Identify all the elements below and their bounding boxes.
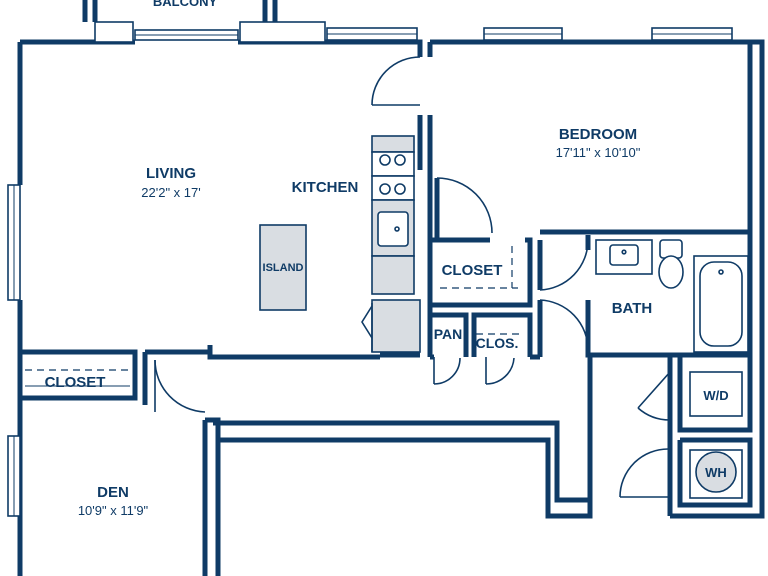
bedroom-door[interactable]: [371, 56, 421, 106]
washer-dryer-label: W/D: [703, 388, 728, 403]
bath-fixtures: BATH: [595, 239, 749, 353]
bedroom: BEDROOM 17'11" x 10'10": [556, 126, 641, 160]
closet-den-label: CLOSET: [45, 374, 106, 391]
bedroom-dimensions: 17'11" x 10'10": [556, 145, 641, 160]
bedroom-closet: CLOSET: [430, 177, 533, 308]
small-closet-label: CLOS.: [476, 335, 519, 351]
small-closet: CLOS.: [471, 312, 533, 385]
bath-walls: [537, 232, 753, 358]
water-heater: WH: [689, 449, 743, 499]
hall-walls: [207, 345, 753, 516]
den: DEN 10'9" x 11'9": [78, 484, 149, 518]
den-closet: CLOSET: [20, 349, 138, 401]
kitchen-label: KITCHEN: [292, 179, 359, 196]
washer-dryer: W/D: [637, 371, 743, 421]
den-dimensions: 10'9" x 11'9": [78, 503, 149, 518]
pantry: PAN: [430, 312, 469, 385]
kitchen-island: ISLAND: [259, 224, 307, 311]
kitchen-counter: KITCHEN: [292, 135, 421, 358]
closet-bedroom-label: CLOSET: [442, 262, 503, 279]
bath-label: BATH: [612, 300, 653, 317]
den-label: DEN: [97, 484, 129, 501]
water-heater-label: WH: [705, 465, 727, 480]
island-label: ISLAND: [263, 262, 304, 274]
living-label: LIVING: [146, 165, 196, 182]
living-dimensions: 22'2" x 17': [141, 185, 200, 200]
entry-door[interactable]: [619, 448, 669, 498]
balcony-label: BALCONY: [153, 0, 218, 9]
pantry-label: PAN: [434, 326, 463, 342]
windows: [7, 21, 733, 517]
living-room: LIVING 22'2" x 17': [141, 165, 200, 200]
balcony-walls: BALCONY: [82, 0, 278, 22]
bedroom-label: BEDROOM: [559, 126, 637, 143]
den-walls: [142, 349, 210, 413]
